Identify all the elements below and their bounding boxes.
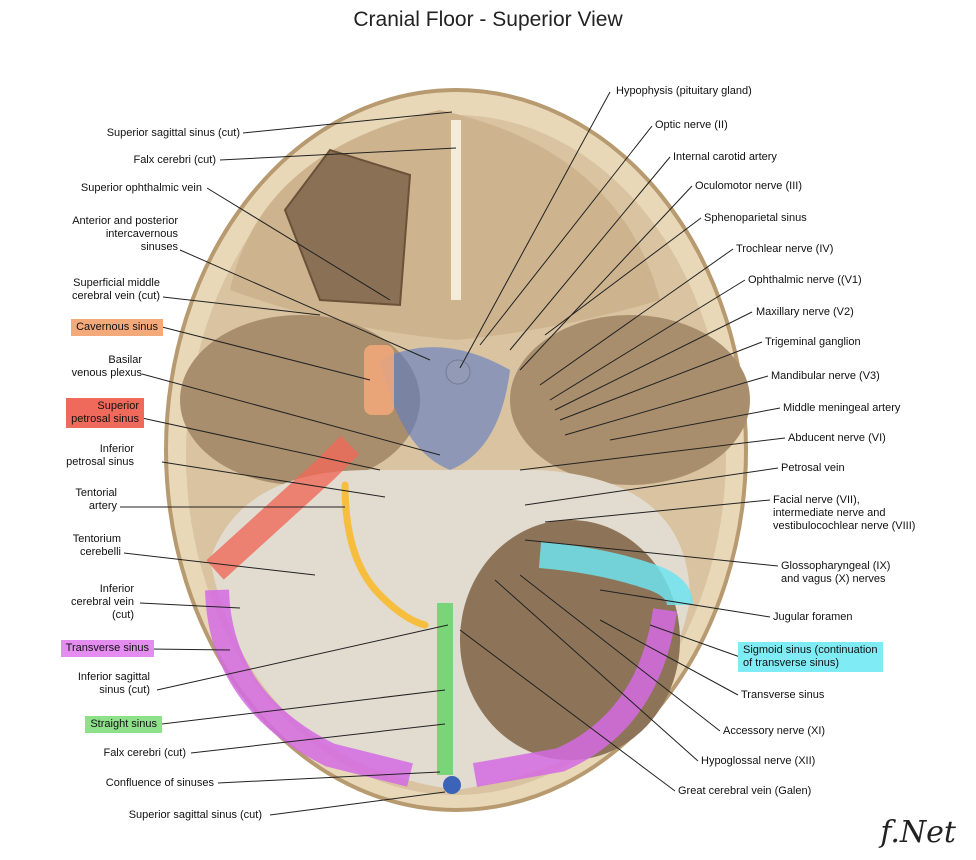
leader-lines-right (459, 91, 786, 792)
label-mandibular-nerve: Mandibular nerve (V3) (771, 370, 880, 382)
label-abducent-nerve: Abducent nerve (VI) (788, 432, 886, 444)
label-sphenoparietal-sinus: Sphenoparietal sinus (704, 212, 807, 224)
diagram-title: Cranial Floor - Superior View (353, 8, 623, 31)
label-superficial-middle-cerebral-vein: Superficial middle cerebral vein (cut) (71, 277, 160, 302)
label-optic-nerve: Optic nerve (II) (655, 119, 728, 131)
label-superior-petrosal-sinus: Superior petrosal sinus (66, 398, 144, 428)
label-jugular-foramen: Jugular foramen (773, 611, 853, 623)
label-oculomotor-nerve: Oculomotor nerve (III) (695, 180, 802, 192)
label-inferior-petrosal-sinus: Inferior petrosal sinus (66, 443, 134, 468)
venous-plexus (380, 347, 510, 470)
label-tentorial-artery: Tentorial artery (75, 487, 117, 512)
label-ophthalmic-nerve: Ophthalmic nerve ((V1) (748, 274, 862, 286)
middle-fossa-left (180, 315, 420, 485)
leader-lines-left (120, 111, 457, 816)
label-accessory-nerve: Accessory nerve (XI) (723, 725, 826, 737)
label-trigeminal-ganglion: Trigeminal ganglion (765, 336, 861, 348)
cavernous-sinus-highlight (364, 345, 394, 415)
label-tentorium-cerebelli: Tentorium cerebelli (72, 533, 121, 558)
label-hypophysis: Hypophysis (pituitary gland) (616, 85, 752, 97)
label-superior-ophthalmic-vein: Superior ophthalmic vein (80, 182, 202, 194)
label-trochlear-nerve: Trochlear nerve (IV) (736, 243, 834, 255)
transverse-sinus-left-highlight (205, 589, 413, 787)
confluence-of-sinuses (443, 776, 461, 794)
label-superior-sagittal-sinus-bottom: Superior sagittal sinus (cut) (128, 809, 262, 821)
label-sigmoid-sinus: Sigmoid sinus (continuation of transvers… (738, 642, 883, 672)
tentorial-artery-highlight (341, 481, 429, 629)
orbit-window (283, 148, 412, 307)
label-falx-cerebri-bottom: Falx cerebri (cut) (103, 747, 186, 759)
label-petrosal-vein: Petrosal vein (781, 462, 845, 474)
middle-fossa-right (510, 315, 750, 485)
sigmoid-sinus-highlight (538, 542, 693, 607)
label-hypoglossal-nerve: Hypoglossal nerve (XII) (701, 755, 816, 767)
label-superior-sagittal-sinus-top: Superior sagittal sinus (cut) (106, 127, 240, 139)
label-inferior-cerebral-vein: Inferior cerebral vein (cut) (71, 583, 134, 621)
label-cavernous-sinus: Cavernous sinus (71, 319, 163, 336)
superior-petrosal-sinus-highlight (206, 435, 360, 580)
label-falx-cerebri-top: Falx cerebri (cut) (133, 154, 216, 166)
label-middle-meningeal-artery: Middle meningeal artery (783, 402, 901, 414)
label-inferior-sagittal-sinus: Inferior sagittal sinus (cut) (77, 671, 150, 696)
label-facial-vestibulocochlear-nerve: Facial nerve (VII), intermediate nerve a… (773, 494, 916, 532)
transverse-sinus-right-highlight (472, 608, 677, 787)
straight-sinus-highlight (437, 603, 453, 775)
label-internal-carotid-artery: Internal carotid artery (673, 151, 777, 163)
artist-signature: f.Net (880, 815, 956, 850)
label-maxillary-nerve: Maxillary nerve (V2) (756, 306, 854, 318)
label-basilar-venous-plexus: Basilar venous plexus (71, 354, 142, 379)
label-confluence-of-sinuses: Confluence of sinuses (105, 777, 214, 789)
label-transverse-sinus-right: Transverse sinus (741, 689, 825, 701)
label-straight-sinus: Straight sinus (85, 716, 162, 733)
label-great-cerebral-vein: Great cerebral vein (Galen) (678, 785, 812, 797)
label-glossopharyngeal-vagus-nerves: Glossopharyngeal (IX) and vagus (X) nerv… (781, 560, 891, 585)
label-intercavernous-sinuses: Anterior and posterior intercavernous si… (72, 215, 178, 253)
label-transverse-sinus-left: Transverse sinus (60, 640, 154, 657)
